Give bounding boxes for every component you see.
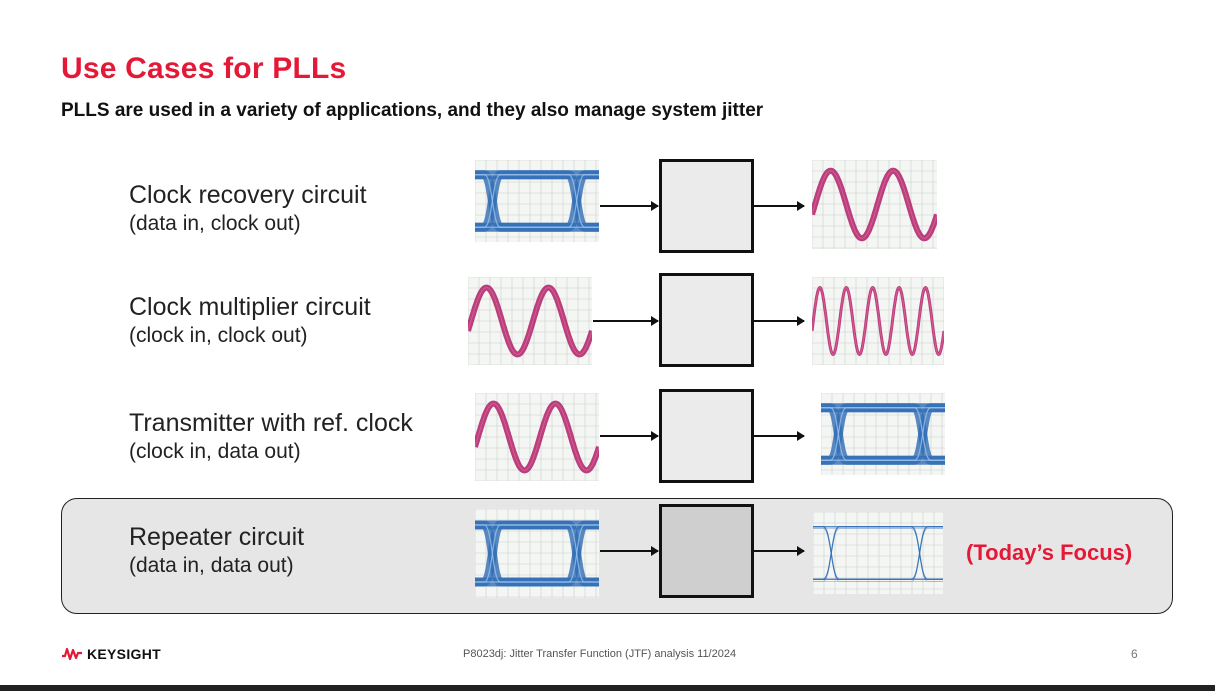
- keysight-logo: KEYSIGHT: [62, 646, 161, 662]
- sine-wave-input-thumbnail: [475, 393, 599, 481]
- eye-diagram-input-thumbnail: [475, 160, 599, 242]
- eye-diagram-output-thumbnail: [821, 393, 945, 475]
- clean-eye-diagram-output-thumbnail: [813, 512, 943, 594]
- slide-title: Use Cases for PLLs: [61, 52, 347, 85]
- row-io: (data in, data out): [129, 554, 294, 577]
- page-number: 6: [1131, 647, 1138, 661]
- input-arrow: [600, 431, 659, 441]
- input-arrow: [593, 316, 659, 326]
- row-title: Repeater circuit: [129, 523, 305, 551]
- bottom-bar: [0, 685, 1215, 691]
- input-arrow: [600, 201, 659, 211]
- row-title: Clock multiplier circuit: [129, 293, 371, 321]
- row-io: (clock in, clock out): [129, 324, 308, 347]
- eye-diagram-input-thumbnail: [475, 509, 599, 598]
- slide-subtitle: PLLS are used in a variety of applicatio…: [61, 100, 764, 121]
- focus-highlight-panel: [61, 498, 1173, 614]
- pll-block: [659, 389, 754, 483]
- row-io: (clock in, data out): [129, 440, 301, 463]
- logo-text: KEYSIGHT: [87, 646, 161, 662]
- pll-block: [659, 273, 754, 367]
- footer-caption: P8023dj: Jitter Transfer Function (JTF) …: [463, 648, 737, 660]
- keysight-wave-icon: [62, 647, 82, 661]
- row-title: Clock recovery circuit: [129, 181, 367, 209]
- row-io: (data in, clock out): [129, 212, 301, 235]
- output-arrow: [754, 546, 805, 556]
- high-frequency-sine-output-thumbnail: [812, 277, 944, 365]
- input-arrow: [600, 546, 659, 556]
- todays-focus-label: (Today’s Focus): [966, 540, 1133, 565]
- output-arrow: [754, 201, 805, 211]
- pll-block: [659, 159, 754, 253]
- sine-wave-output-thumbnail: [812, 160, 937, 249]
- output-arrow: [754, 316, 805, 326]
- pll-block: [659, 504, 754, 598]
- sine-wave-input-thumbnail: [468, 277, 592, 365]
- row-title: Transmitter with ref. clock: [129, 409, 413, 437]
- row-clock-recovery: Clock recovery circuit (data in, clock o…: [129, 180, 367, 238]
- row-transmitter: Transmitter with ref. clock (clock in, d…: [129, 408, 413, 466]
- row-repeater: Repeater circuit (data in, data out): [129, 522, 304, 580]
- output-arrow: [754, 431, 805, 441]
- row-clock-multiplier: Clock multiplier circuit (clock in, cloc…: [129, 292, 371, 350]
